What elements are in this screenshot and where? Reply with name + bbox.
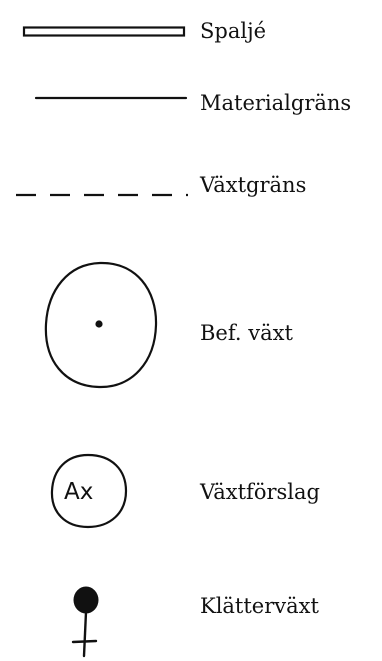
proposed-plant-code: Ax: [64, 479, 94, 505]
material-boundary-line: [34, 96, 188, 100]
climbing-plant-symbol: [71, 586, 99, 658]
legend-item-existing-plant: Bef. växt: [0, 250, 382, 400]
plant-boundary-dashed-line: [16, 193, 188, 197]
legend-item-plant-boundary: Växtgräns: [0, 165, 382, 215]
legend-item-material-boundary: Materialgräns: [0, 80, 382, 130]
legend-label-plant-boundary: Växtgräns: [200, 173, 307, 197]
legend-label-climbing-plant: Klätterväxt: [200, 594, 319, 618]
trellis-symbol: [22, 26, 186, 37]
legend-label-proposed-plant: Växtförslag: [200, 480, 320, 504]
legend-item-trellis: Spaljé: [0, 0, 382, 60]
legend-label-trellis: Spaljé: [200, 19, 267, 43]
proposed-plant-circle: [50, 453, 128, 529]
legend-label-material-boundary: Materialgräns: [200, 91, 352, 115]
legend-item-proposed-plant: Ax Växtförslag: [0, 445, 382, 545]
existing-plant-circle: [44, 261, 158, 389]
legend-label-existing-plant: Bef. växt: [200, 321, 293, 345]
legend-item-climbing-plant: Klätterväxt: [0, 570, 382, 661]
